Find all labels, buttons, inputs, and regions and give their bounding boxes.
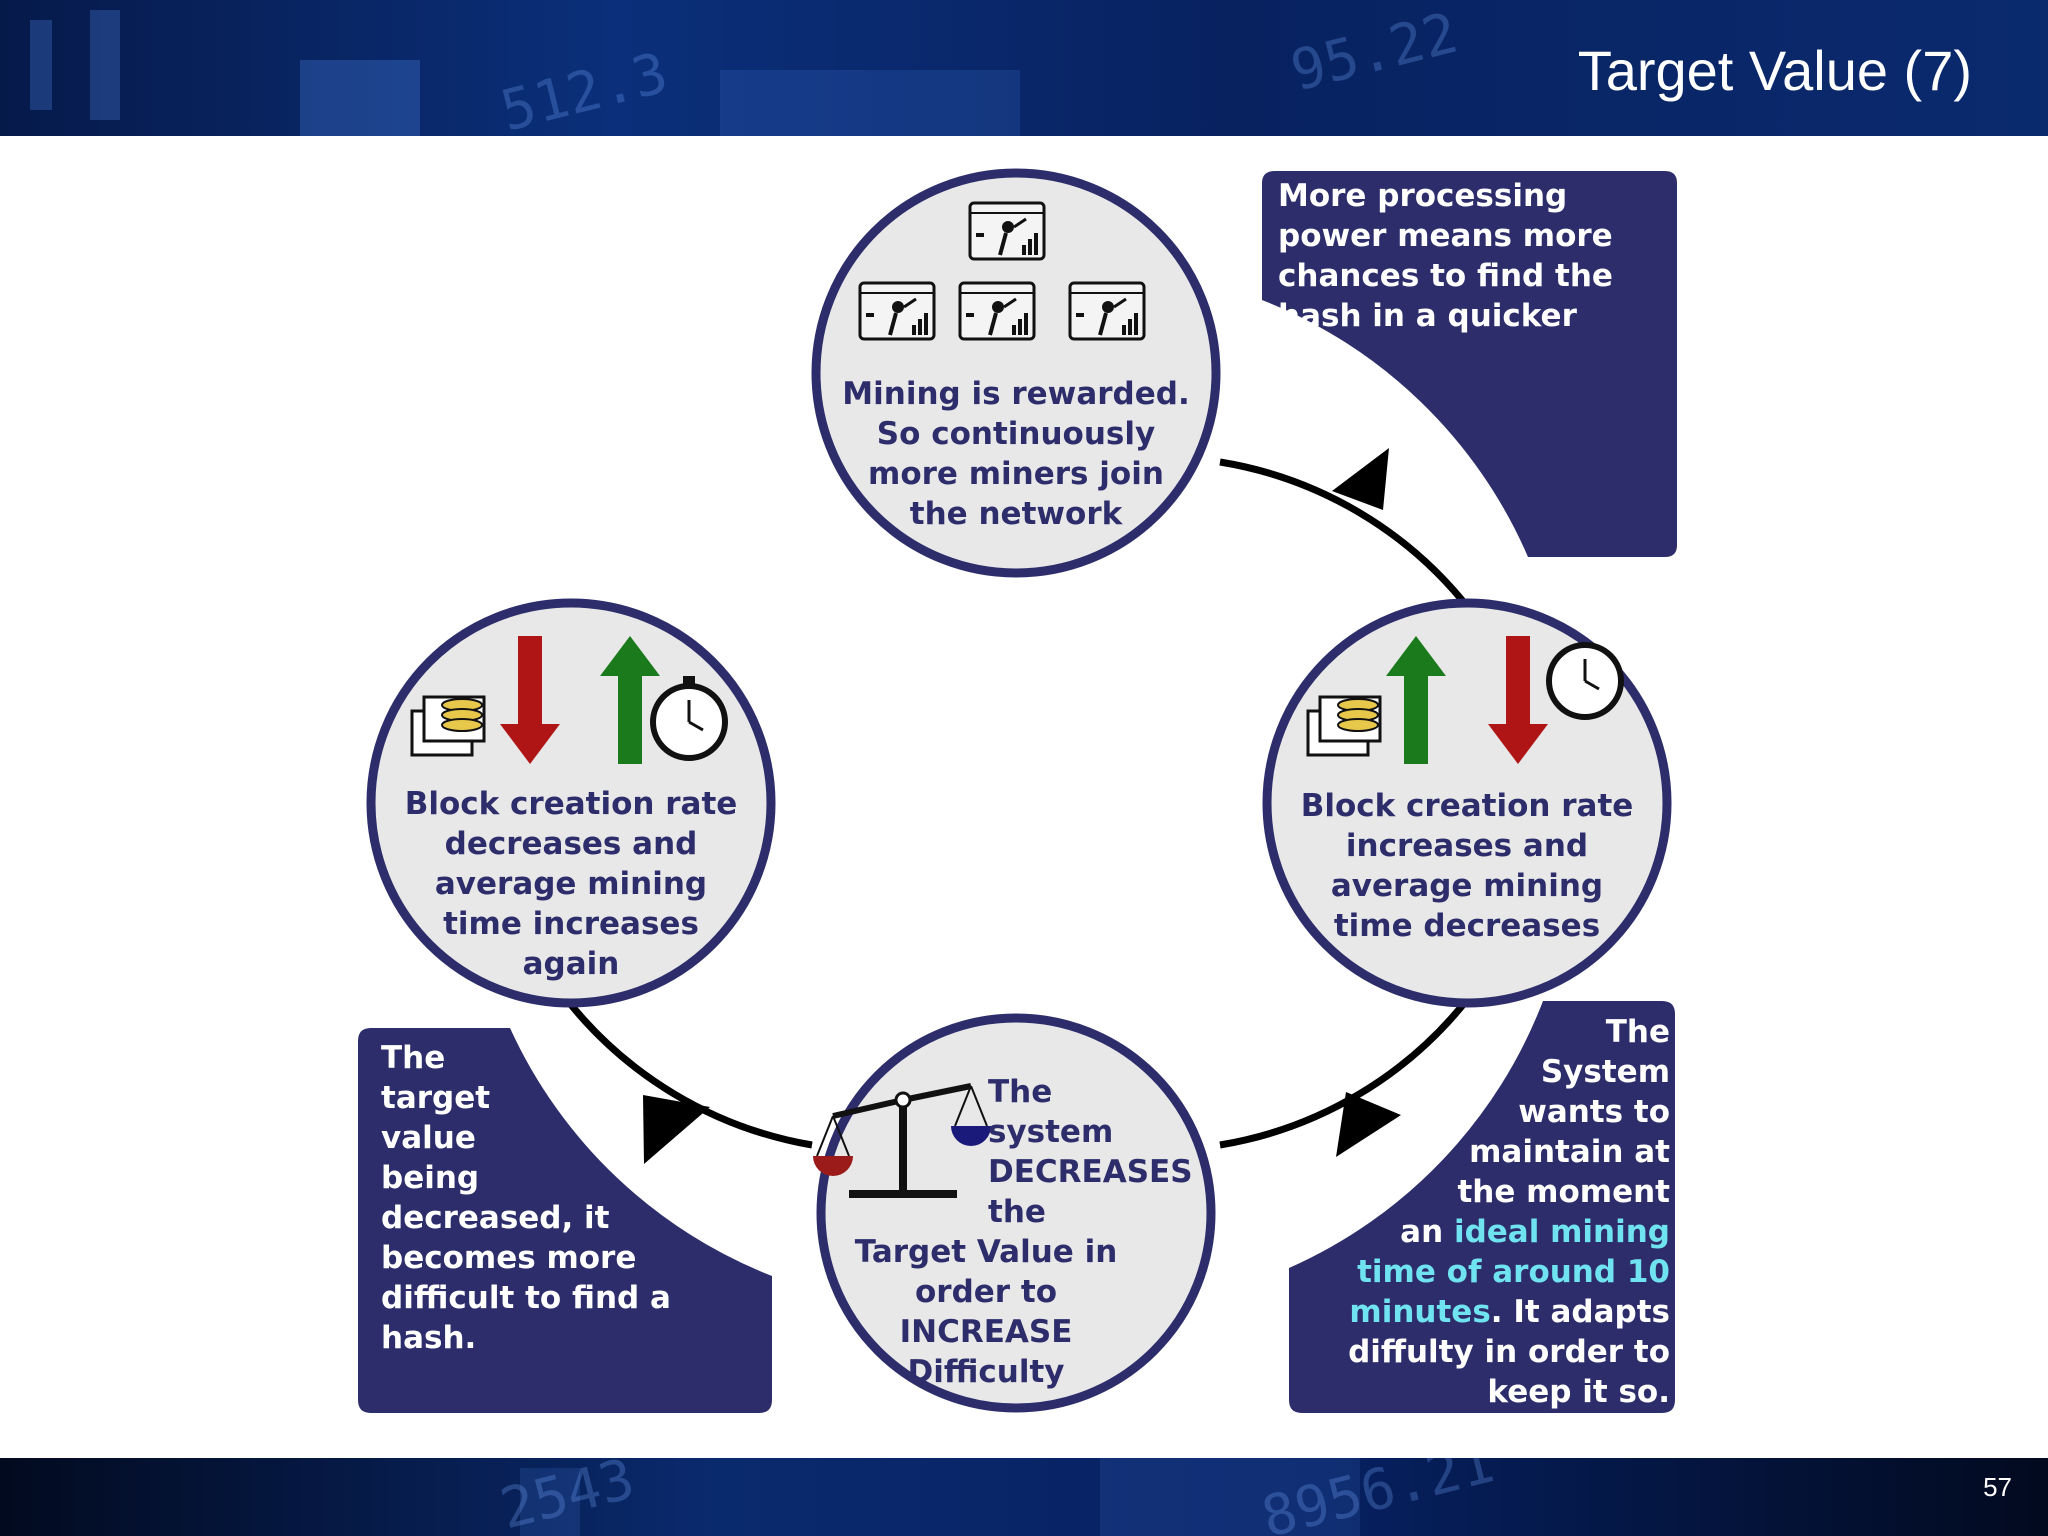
node-circle-top bbox=[811, 168, 1221, 578]
callout-text-bottom-right-before: The System wants to maintain at the mome… bbox=[1400, 1014, 1670, 1250]
callout-box-bottom-right bbox=[1289, 1001, 1675, 1413]
target-value-cycle-diagram bbox=[358, 168, 1677, 1413]
cycle-arrowhead-top-right bbox=[1332, 448, 1389, 510]
stopwatch-icon bbox=[650, 676, 728, 761]
slide-title: Target Value (7) bbox=[1577, 39, 1972, 102]
cycle-arc-bottom-right bbox=[1219, 993, 1473, 1149]
stopwatch-icon bbox=[1546, 642, 1624, 720]
cycle-arc-top-right bbox=[1219, 458, 1473, 613]
node-text-right: Block creation rate increases and averag… bbox=[1300, 788, 1634, 944]
page-number: 57 bbox=[1983, 1472, 2012, 1502]
node-circle-bottom bbox=[816, 1013, 1216, 1413]
callout-box-bottom-left bbox=[358, 1028, 772, 1413]
mining-server-icon bbox=[1068, 281, 1146, 341]
cycle-arrowhead-bottom-left bbox=[643, 1095, 710, 1164]
node-text-left: Block creation rate decreases and averag… bbox=[404, 786, 738, 982]
red-down-arrow-icon bbox=[500, 636, 560, 764]
green-up-arrow-icon bbox=[600, 636, 660, 764]
callout-text-bottom-left: The target value being decreased, it bec… bbox=[381, 1040, 671, 1356]
red-down-arrow-icon bbox=[1488, 636, 1548, 764]
mining-server-icon bbox=[968, 201, 1046, 261]
slide-header: 512.3 95.22 Target Value (7) bbox=[0, 0, 2048, 136]
node-text-top: Mining is rewarded. So continuously more… bbox=[842, 376, 1190, 532]
callout-box-top-right bbox=[1262, 171, 1677, 557]
callout-text-bottom-right: The System wants to maintain at the mome… bbox=[1300, 1012, 1670, 1412]
callout-text-bottom-right-after: . It adapts diffulty in order to keep it… bbox=[1348, 1294, 1670, 1410]
mining-server-icon bbox=[958, 281, 1036, 341]
mining-server-icon bbox=[858, 281, 936, 341]
green-up-arrow-icon bbox=[1386, 636, 1446, 764]
coin-blocks-icon bbox=[410, 695, 486, 757]
cycle-arrowhead-bottom-right bbox=[1336, 1092, 1401, 1157]
coin-blocks-icon bbox=[1306, 695, 1382, 757]
balance-scale-icon bbox=[813, 1083, 991, 1198]
footer-bg-number: 2543 bbox=[494, 1458, 641, 1536]
node-text-bottom-side: The system DECREASES the bbox=[988, 1074, 1193, 1230]
node-text-bottom-lower: Target Value in order to INCREASE Diffic… bbox=[854, 1234, 1118, 1390]
callout-text-top-right: More processing power means more chances… bbox=[1278, 178, 1613, 374]
slide-footer: 2543 8956.21 bbox=[0, 1458, 2048, 1536]
cycle-arc-bottom-left bbox=[561, 993, 813, 1149]
callout-text-bottom-right-highlight: ideal mining time of around 10 minutes bbox=[1349, 1214, 1670, 1330]
